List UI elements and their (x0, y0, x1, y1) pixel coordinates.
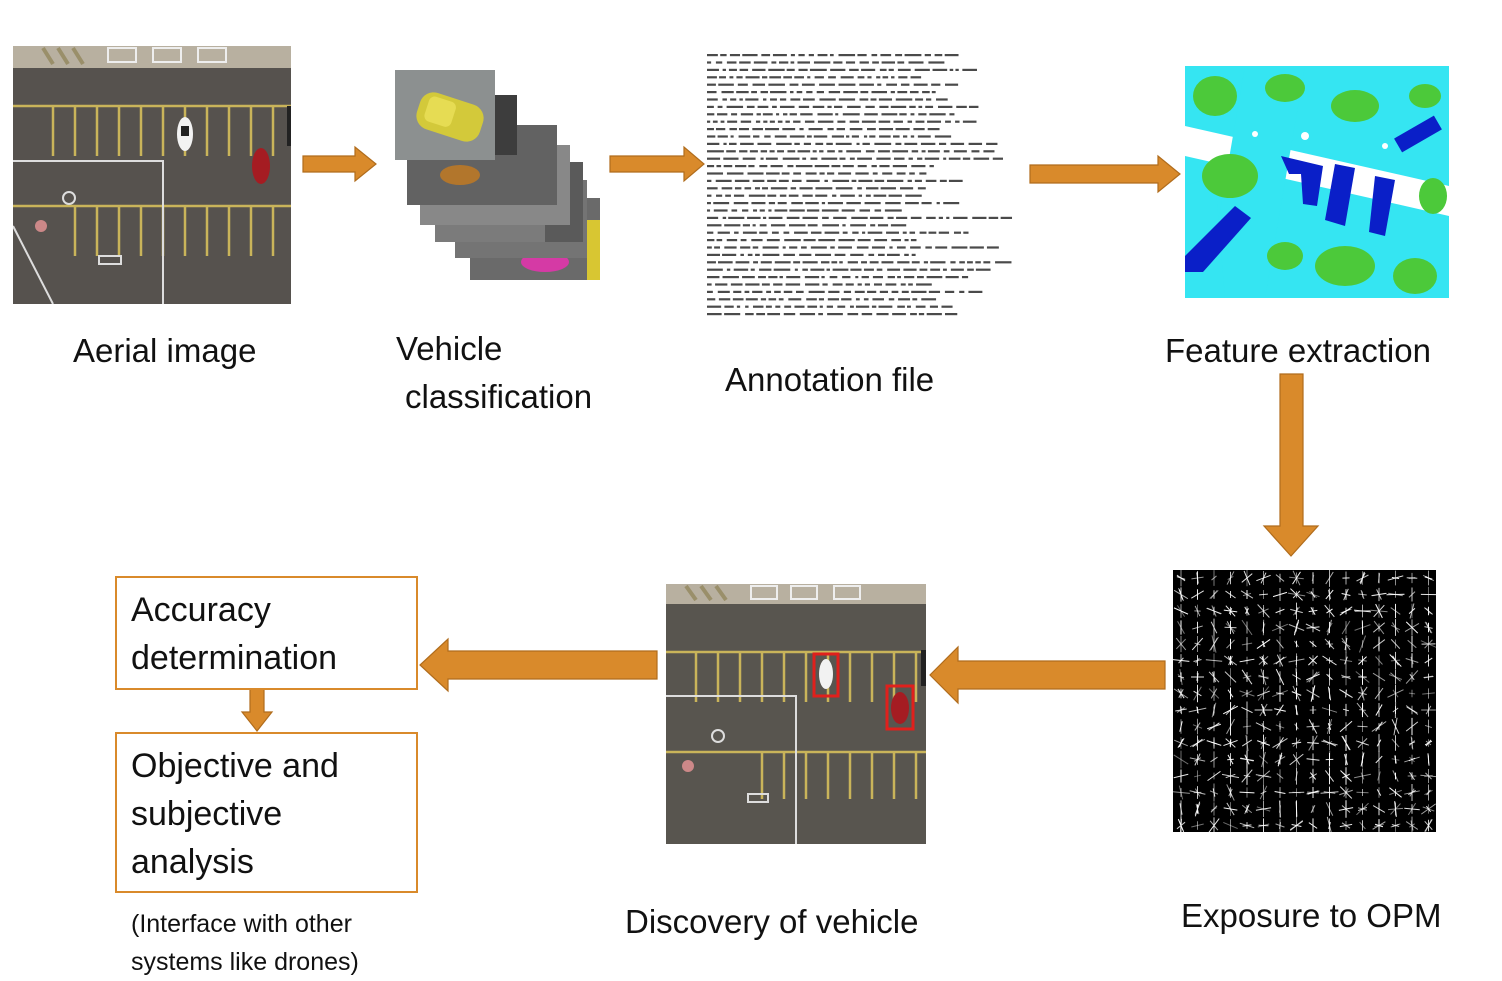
arrow-down (242, 689, 272, 731)
arrow-left (930, 647, 1165, 703)
interface-note-line-2: systems like drones) (131, 943, 359, 981)
accuracy-line-1: Accuracy (131, 586, 402, 634)
interface-note: (Interface with other systems like drone… (131, 905, 359, 981)
vehicle-classification-line-1: Vehicle (396, 325, 592, 373)
annotation-file-label: Annotation file (725, 356, 934, 404)
feature-extraction-label: Feature extraction (1165, 327, 1431, 375)
vehicle-classification-label: Vehicle classification (396, 325, 592, 421)
arrow-right (303, 147, 376, 181)
analysis-line-1: Objective and (131, 742, 402, 790)
exposure-to-opm-label: Exposure to OPM (1181, 892, 1441, 940)
accuracy-line-2: determination (131, 634, 402, 682)
analysis-line-2: subjective (131, 790, 402, 838)
arrow-left (420, 639, 657, 691)
vehicle-classification-line-2: classification (396, 373, 592, 421)
objective-subjective-analysis-box: Objective and subjective analysis (115, 732, 418, 893)
aerial-image-label: Aerial image (73, 327, 256, 375)
analysis-line-3: analysis (131, 838, 402, 886)
arrow-down (1264, 374, 1318, 556)
arrow-right (610, 147, 704, 181)
interface-note-line-1: (Interface with other (131, 905, 359, 943)
arrow-right (1030, 156, 1180, 192)
accuracy-determination-box: Accuracy determination (115, 576, 418, 690)
discovery-of-vehicle-label: Discovery of vehicle (625, 898, 918, 946)
